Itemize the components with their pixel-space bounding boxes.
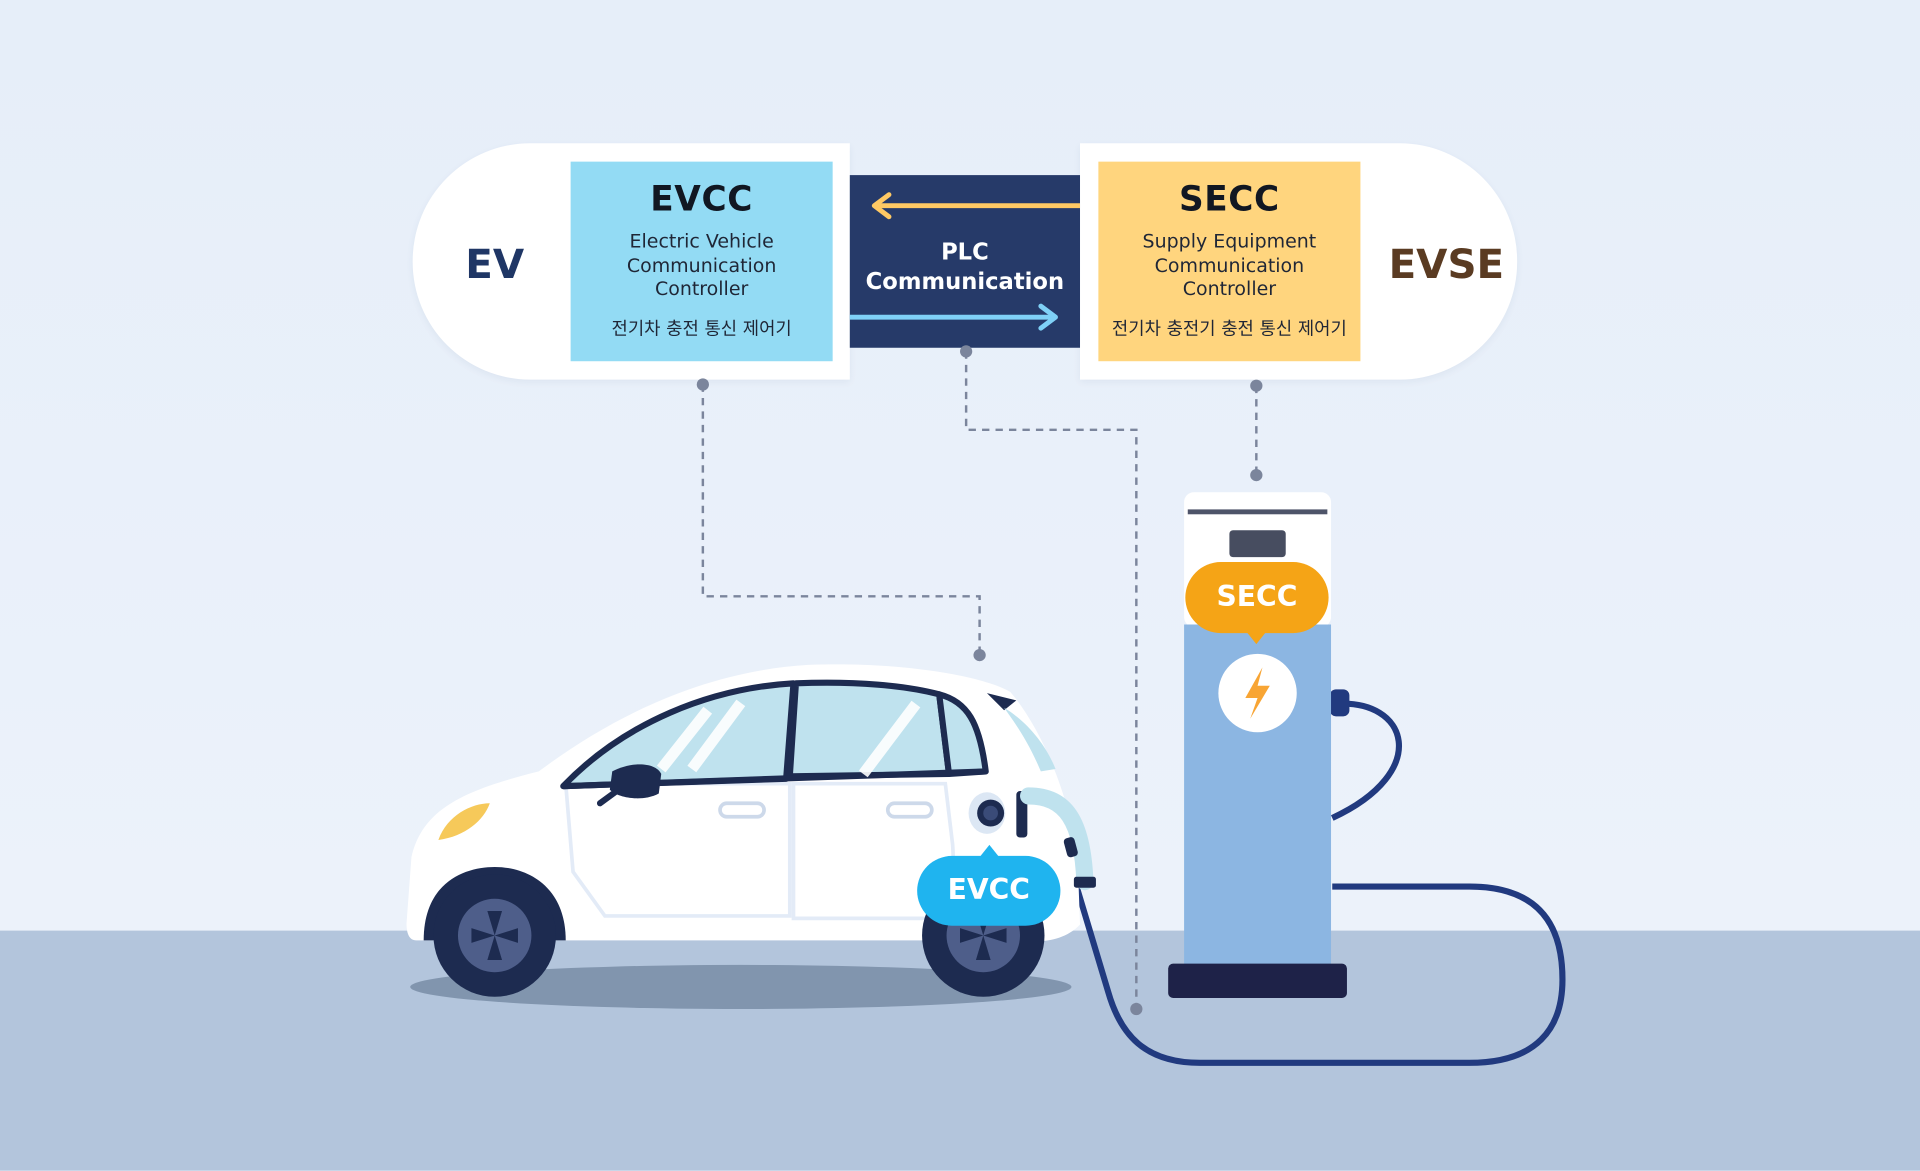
electric-car (406, 664, 1096, 997)
evcc-bubble: EVCC (917, 844, 1061, 926)
lightning-bolt-icon (1245, 667, 1270, 719)
evcc-box: EVCC Electric Vehicle Communication Cont… (570, 161, 833, 362)
car-shadow (410, 964, 1072, 1009)
charger-display (1229, 530, 1286, 558)
charger-base (1168, 963, 1347, 998)
secc-bubble: SECC (1185, 562, 1329, 645)
plc-label: PLC Communication (865, 240, 1065, 296)
evse-label: EVSE (1388, 240, 1505, 288)
connector-dots (696, 345, 1263, 1016)
ev-label: EV (465, 240, 525, 288)
secc-title: SECC (1178, 178, 1280, 220)
plc-connector (964, 351, 1138, 1008)
connector-lines (701, 351, 1258, 1008)
evcc-connector (701, 384, 981, 656)
holster-cable (1330, 700, 1402, 821)
evcc-title: EVCC (650, 178, 754, 220)
arrow-right-icon (849, 303, 1058, 331)
evcc-korean: 전기차 충전 통신 제어기 (611, 318, 792, 339)
charging-cable (1072, 880, 1566, 1066)
holster-mount (1329, 689, 1350, 717)
charging-plug-icon (1020, 787, 1096, 891)
secc-description: Supply Equipment Communication Controlle… (1142, 230, 1317, 301)
evcc-description: Electric Vehicle Communication Controlle… (626, 230, 777, 301)
arrow-left-icon (871, 192, 1081, 220)
secc-box: SECC Supply Equipment Communication Cont… (1098, 161, 1361, 362)
secc-korean: 전기차 충전기 충전 통신 제어기 (1111, 318, 1347, 339)
